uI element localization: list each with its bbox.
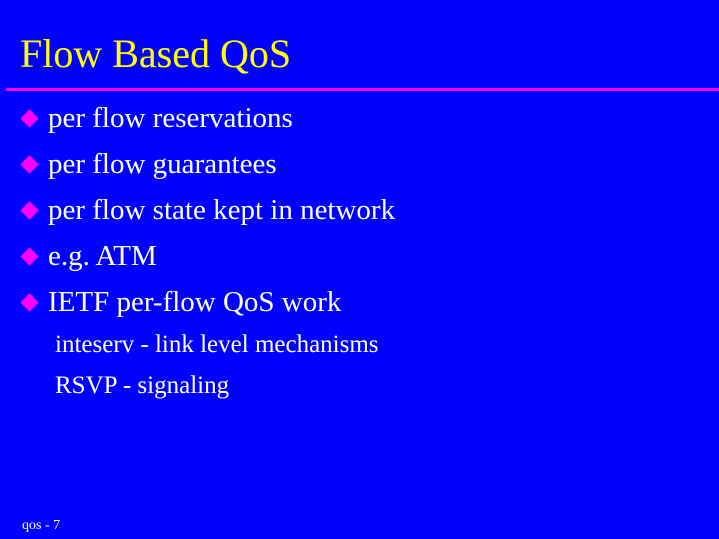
- bullet-item: e.g. ATM: [20, 242, 157, 271]
- bullet-item: per flow guarantees: [20, 150, 277, 179]
- bullet-text: IETF per-flow QoS work: [48, 286, 342, 318]
- bullet-text: per flow guarantees: [48, 148, 277, 180]
- bullet-item: IETF per-flow QoS work: [20, 288, 341, 317]
- diamond-bullet-icon: [20, 109, 39, 128]
- slide-title: Flow Based QoS: [20, 31, 292, 76]
- sub-item: RSVP - signaling: [55, 372, 230, 399]
- bullet-text: e.g. ATM: [48, 240, 157, 272]
- diamond-bullet-icon: [20, 293, 39, 312]
- bullet-text: per flow state kept in network: [48, 194, 396, 226]
- diamond-bullet-icon: [20, 155, 39, 174]
- bullet-text: per flow reservations: [48, 102, 293, 134]
- slide-footer: qos - 7: [22, 518, 61, 533]
- title-divider: [6, 88, 719, 91]
- bullet-item: per flow reservations: [20, 104, 293, 133]
- diamond-bullet-icon: [20, 201, 39, 220]
- sub-item: inteserv - link level mechanisms: [55, 331, 379, 358]
- diamond-bullet-icon: [20, 247, 39, 266]
- bullet-item: per flow state kept in network: [20, 196, 395, 225]
